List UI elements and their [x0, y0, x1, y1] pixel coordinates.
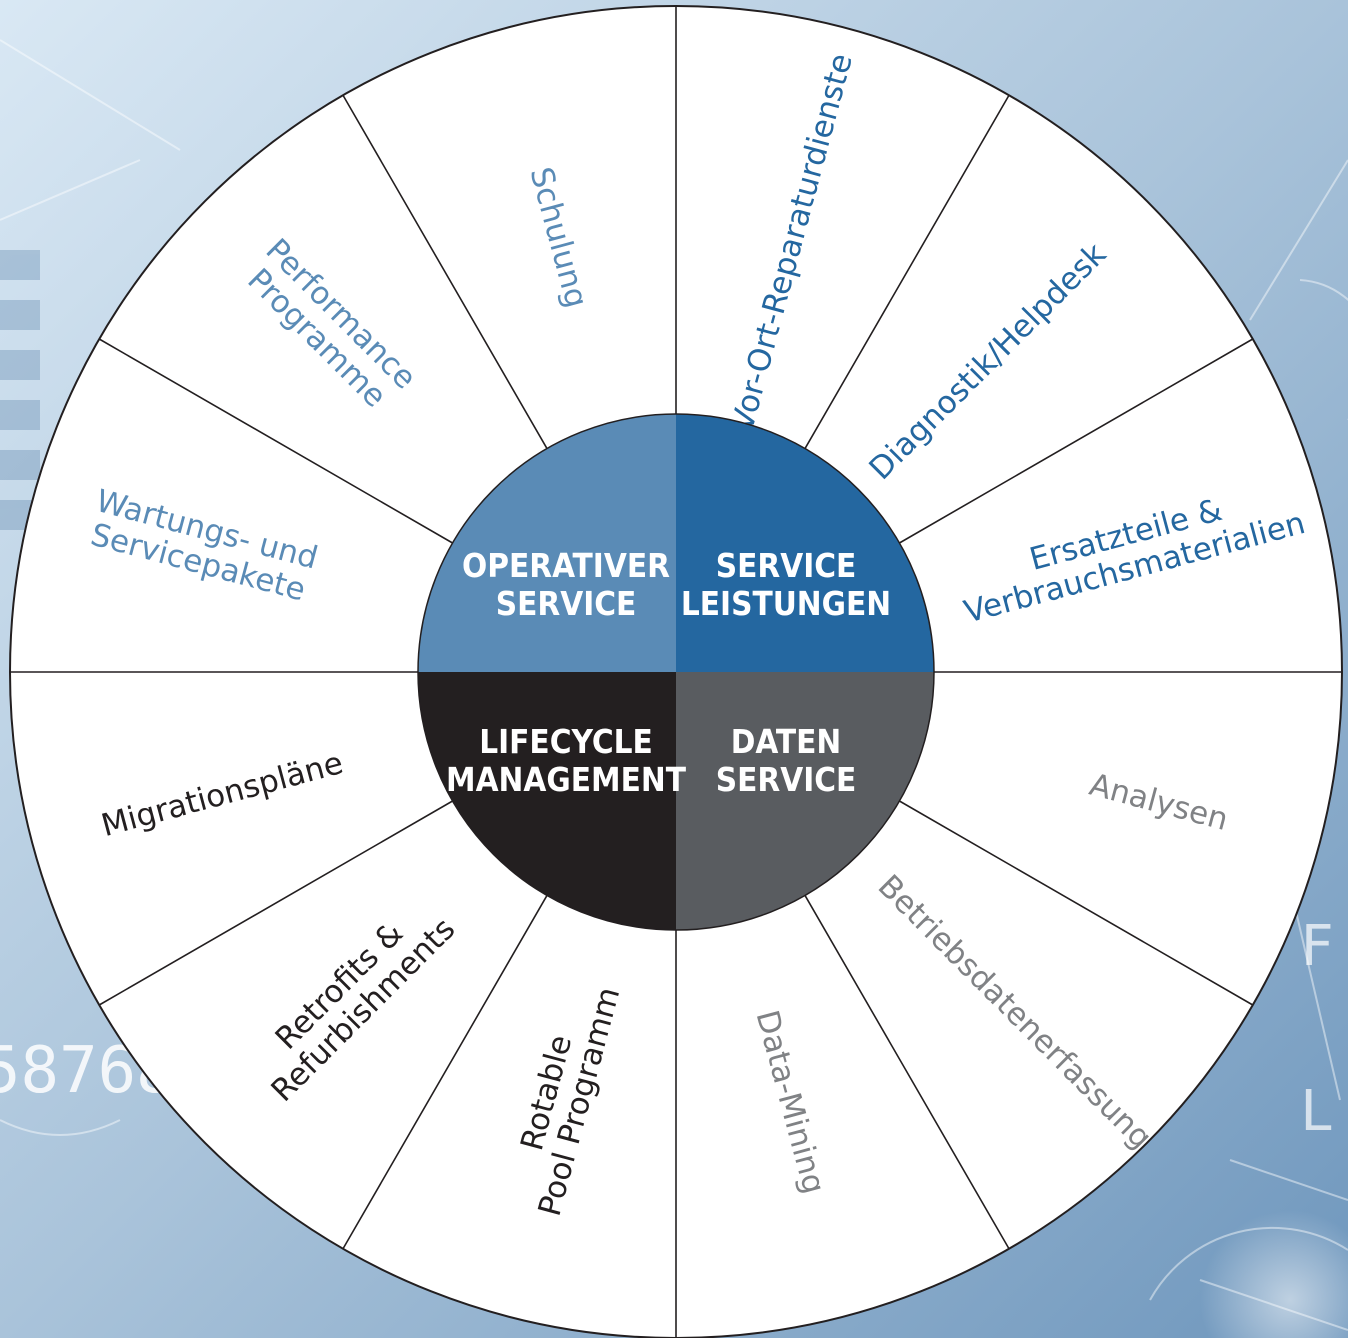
quadrant-label-line: LIFECYCLE — [479, 722, 653, 761]
segment-divider — [98, 338, 455, 545]
quadrant-service — [676, 414, 934, 672]
background-letter-top: F — [1300, 914, 1334, 979]
quadrant-label-line: OPERATIVER — [462, 546, 670, 585]
quadrant-label-line: SERVICE — [496, 584, 637, 623]
segment-divider — [897, 338, 1254, 545]
quadrant-label-line: MANAGEMENT — [446, 760, 687, 799]
segment-divider — [803, 94, 1010, 451]
hub-outline — [417, 413, 935, 931]
segment-divider — [897, 799, 1254, 1006]
quadrant-operativ — [418, 414, 676, 672]
quadrant-label-line: DATEN — [731, 722, 841, 761]
quadrant-daten — [676, 672, 934, 930]
segment-divider — [342, 893, 549, 1250]
segment-divider — [342, 94, 549, 451]
quadrant-lifecycle — [418, 672, 676, 930]
segment-divider — [98, 799, 455, 1006]
quadrant-label-line: LEISTUNGEN — [681, 584, 891, 623]
quadrant-label-line: SERVICE — [716, 546, 857, 585]
background-letter-bottom: L — [1300, 1079, 1334, 1144]
segment-divider — [803, 893, 1010, 1250]
quadrant-label-line: SERVICE — [716, 760, 857, 799]
